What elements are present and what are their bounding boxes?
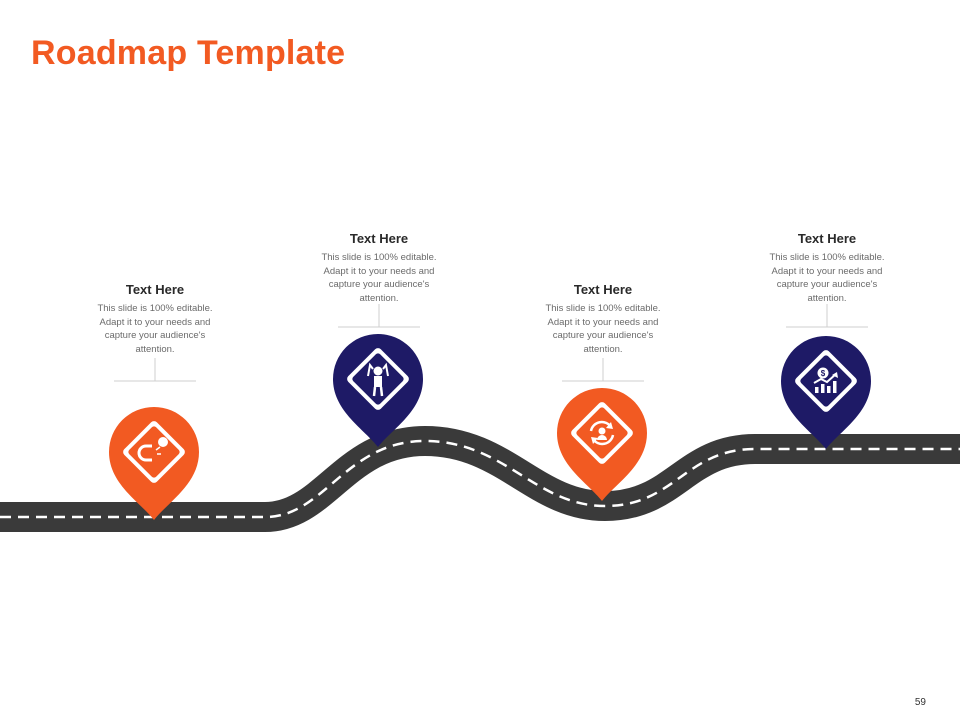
map-pin-2 <box>333 334 423 447</box>
dollar-growth-chart-icon: $ <box>813 367 838 393</box>
connector-3 <box>562 358 644 382</box>
connector-1 <box>114 358 196 382</box>
milestone-text-2: Text Here This slide is 100% editable. A… <box>314 231 444 305</box>
road-center-dashes <box>0 439 960 519</box>
map-pin-4: $ <box>781 336 871 449</box>
magnet-person-icon <box>137 437 168 462</box>
page-number: 59 <box>914 697 926 708</box>
connector-4 <box>786 304 868 328</box>
milestone-text-3: Text Here This slide is 100% editable. A… <box>538 282 668 356</box>
milestone-text-4: Text Here This slide is 100% editable. A… <box>762 231 892 305</box>
connector-2 <box>338 304 420 328</box>
milestone-heading: Text Here <box>349 231 409 246</box>
milestone-description: This slide is 100% editable. Adapt it to… <box>545 303 661 355</box>
milestone-heading: Text Here <box>573 282 633 297</box>
map-pin-1 <box>109 407 199 520</box>
stressed-person-icon <box>367 362 389 397</box>
milestone-description: This slide is 100% editable. Adapt it to… <box>321 252 437 304</box>
milestone-heading: Text Here <box>797 231 857 246</box>
milestone-heading: Text Here <box>125 282 185 297</box>
milestone-description: This slide is 100% editable. Adapt it to… <box>769 252 885 304</box>
slide-title: Roadmap Template <box>31 34 346 72</box>
map-pin-3 <box>557 388 647 501</box>
milestone-text-1: Text Here This slide is 100% editable. A… <box>90 282 220 356</box>
milestone-description: This slide is 100% editable. Adapt it to… <box>97 303 213 355</box>
svg-text:$: $ <box>821 369 826 378</box>
person-cycle-icon <box>589 420 615 446</box>
